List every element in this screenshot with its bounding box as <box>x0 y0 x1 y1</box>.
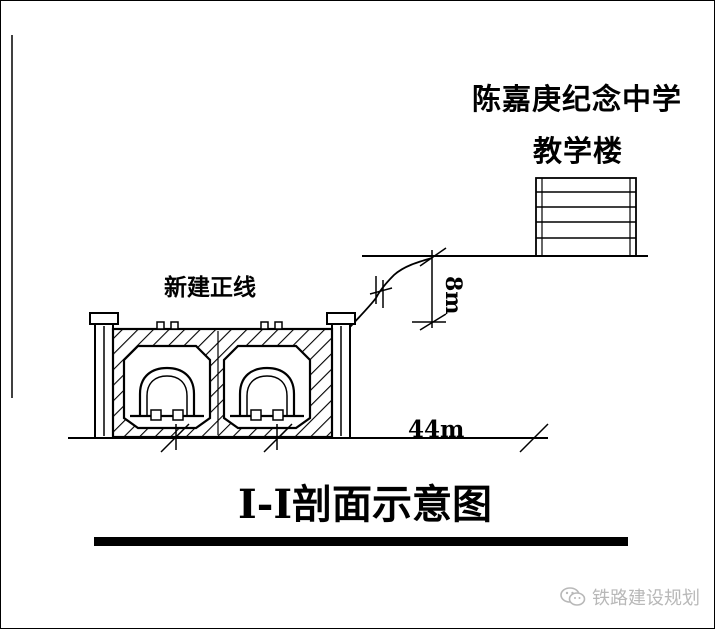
right-train-profile <box>230 366 304 421</box>
building-name-label: 教学楼 <box>533 134 624 168</box>
right-retaining-wall <box>326 312 356 439</box>
title-underline-bar <box>94 537 628 546</box>
left-train-profile <box>130 366 204 421</box>
slope-break-marks <box>369 276 393 308</box>
diagram-title: I-I剖面示意图 <box>238 481 493 528</box>
width-dimension-label: 44m <box>408 416 465 443</box>
school-building <box>535 177 637 257</box>
height-dimension-label: 8m <box>440 276 466 315</box>
new-line-label: 新建正线 <box>164 274 256 301</box>
watermark: 铁路建设规划 <box>560 584 700 610</box>
height-dimension-lines <box>412 247 447 331</box>
width-dimension-marks <box>160 423 549 453</box>
watermark-text: 铁路建设规划 <box>592 588 700 609</box>
wechat-icon <box>560 587 586 606</box>
slope-line <box>349 257 433 328</box>
school-name-label: 陈嘉庚纪念中学 <box>472 82 683 116</box>
culvert-top-markers <box>156 321 283 330</box>
